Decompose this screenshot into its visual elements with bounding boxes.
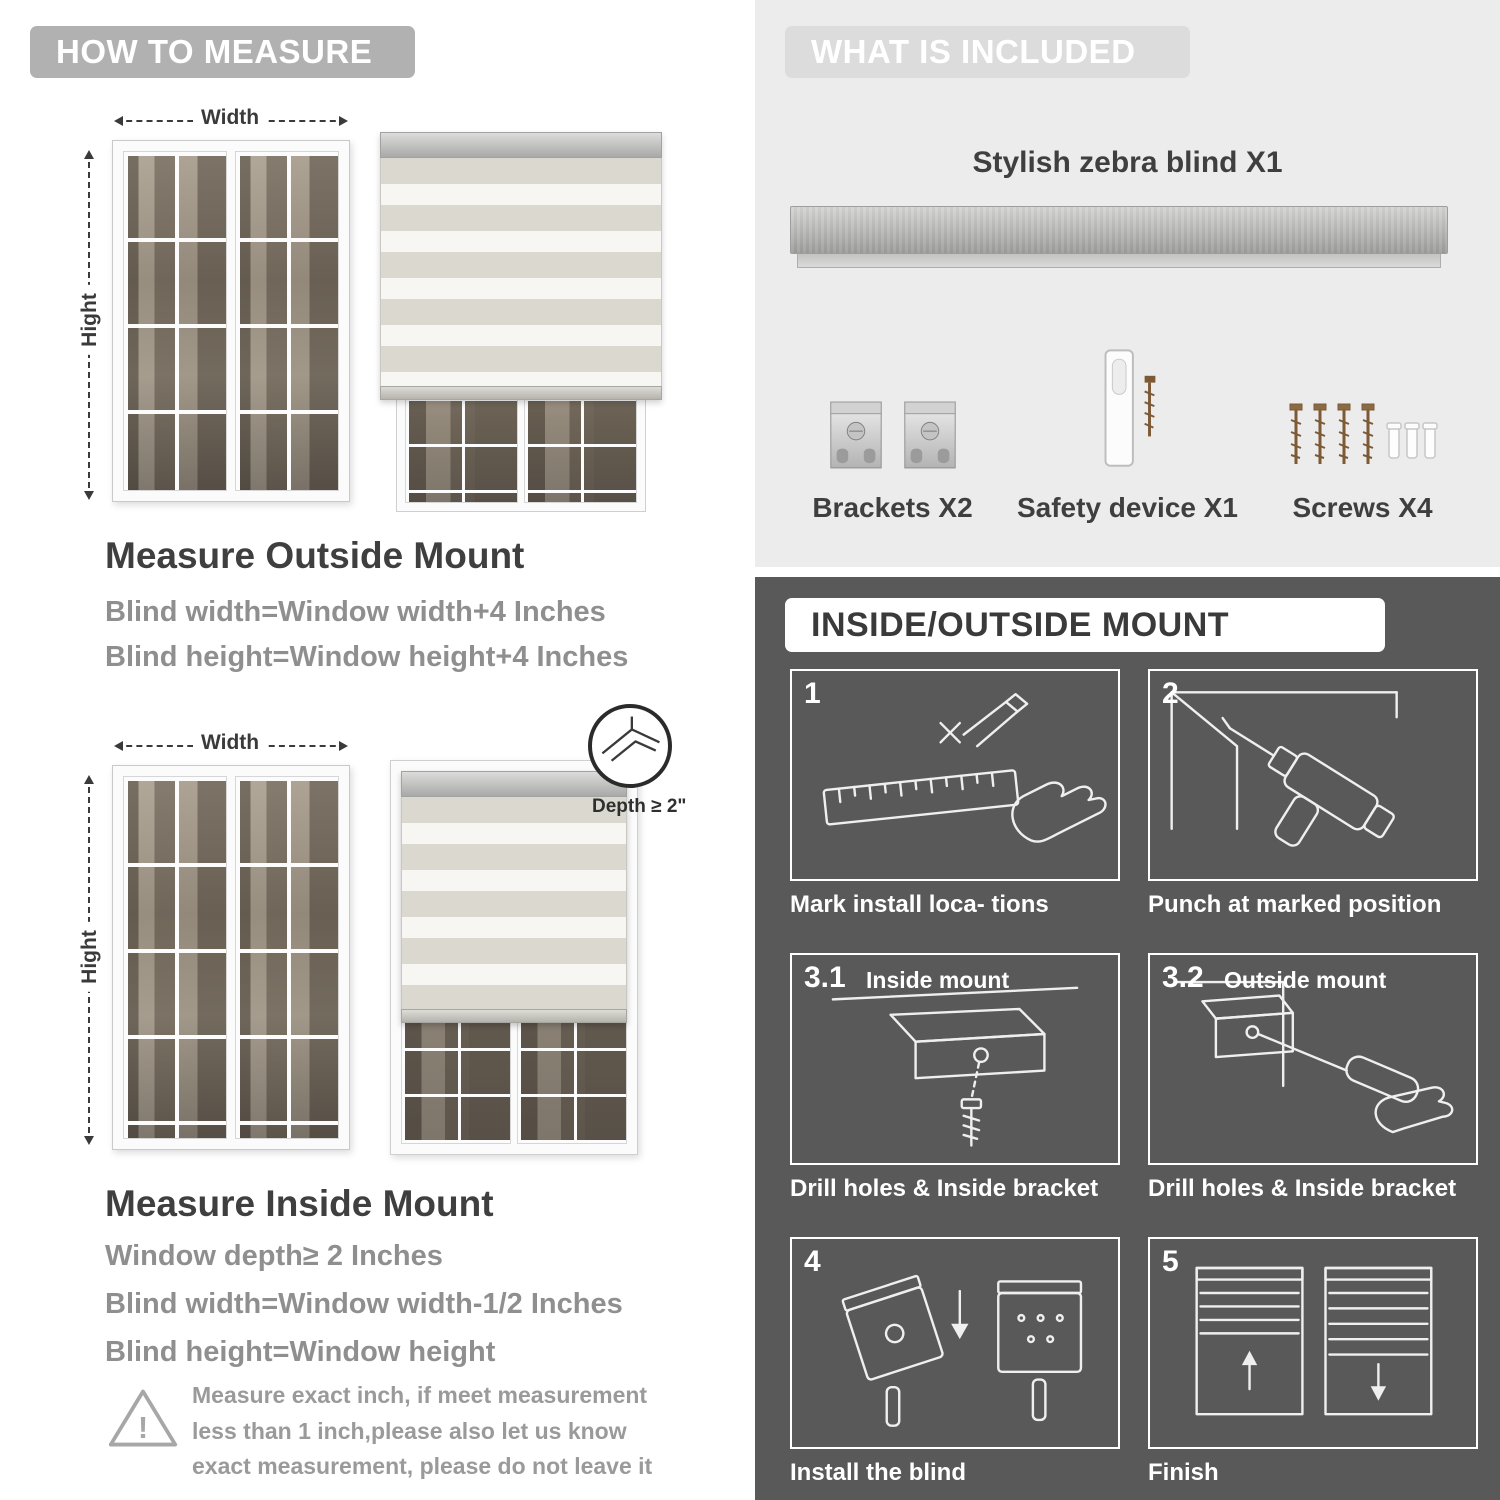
step-number: 4 bbox=[804, 1245, 821, 1278]
window-sash bbox=[235, 776, 339, 1139]
step-2: 2 Pun bbox=[1148, 669, 1478, 919]
blind-bottom-rail bbox=[380, 386, 662, 400]
zebra-blind-headrail-image bbox=[790, 206, 1448, 268]
step-5: 5 bbox=[1148, 1237, 1478, 1487]
inside-mount-line-1: Window depth≥ 2 Inches bbox=[105, 1240, 443, 1272]
included-item-screws: Screws X4 bbox=[1245, 336, 1480, 524]
depth-callout-circle bbox=[588, 704, 672, 788]
step-panel: 2 bbox=[1148, 669, 1478, 881]
finish-illustration bbox=[1195, 1266, 1433, 1416]
window-corner-icon bbox=[601, 716, 660, 762]
step-caption: Finish bbox=[1148, 1459, 1219, 1486]
blind-stripes bbox=[401, 797, 627, 1009]
step-number: 5 bbox=[1162, 1245, 1179, 1278]
brackets-icon bbox=[825, 336, 961, 476]
headrail-top bbox=[790, 206, 1448, 254]
width-label-outside: Width bbox=[193, 106, 268, 130]
window-sash bbox=[123, 151, 227, 491]
mount-header: INSIDE/OUTSIDE MOUNT bbox=[785, 598, 1385, 652]
zebra-blind bbox=[380, 132, 662, 400]
demo-window-frame bbox=[401, 771, 627, 1144]
step-panel: 5 bbox=[1148, 1237, 1478, 1449]
what-is-included-panel bbox=[755, 0, 1500, 567]
install-blind-illustration bbox=[841, 1274, 1083, 1427]
outside-mount-line-1: Blind width=Window width+4 Inches bbox=[105, 596, 606, 628]
step-inner-label: Outside mount bbox=[1224, 967, 1387, 993]
window-sash bbox=[123, 776, 227, 1139]
step-3-2: 3.2 Outside mount Drill holes & Inside b… bbox=[1148, 953, 1478, 1203]
step-number: 3.1 bbox=[804, 961, 846, 994]
zebra-blind bbox=[401, 771, 627, 1023]
step-panel: 3.1 Inside mount bbox=[790, 953, 1120, 1165]
included-blind-label: Stylish zebra blind X1 bbox=[972, 146, 1283, 179]
outside-mount-line-2: Blind height=Window height+4 Inches bbox=[105, 641, 629, 673]
height-label-outside: Hight bbox=[77, 285, 102, 355]
measurement-note: Measure exact inch, if meet measurement … bbox=[192, 1382, 653, 1480]
outside-mount-title: Measure Outside Mount bbox=[105, 535, 525, 576]
step-panel: 3.2 Outside mount bbox=[1148, 953, 1478, 1165]
width-label-inside: Width bbox=[193, 731, 268, 755]
step-caption: Drill holes & Inside bracket bbox=[790, 1175, 1099, 1202]
step-number: 3.2 bbox=[1162, 961, 1204, 994]
headrail-bottom bbox=[797, 254, 1441, 268]
step-inner-label: Inside mount bbox=[866, 967, 1010, 993]
blind-cassette bbox=[401, 771, 627, 797]
mark-locations-illustration bbox=[822, 693, 1107, 843]
height-label-inside: Hight bbox=[77, 922, 102, 992]
included-item-brackets: Brackets X2 bbox=[775, 336, 1010, 524]
inside-mount-title: Measure Inside Mount bbox=[105, 1183, 494, 1224]
included-item-safety-device: Safety device X1 bbox=[1010, 336, 1245, 524]
step-caption: Install the blind bbox=[790, 1459, 967, 1486]
window-illustration-outside bbox=[112, 140, 350, 502]
step-caption: Mark install loca- tions bbox=[790, 891, 1049, 918]
inside-mount-line-3: Blind height=Window height bbox=[105, 1336, 496, 1368]
inside-mount-line-2: Blind width=Window width-1/2 Inches bbox=[105, 1288, 623, 1320]
blind-stripes bbox=[380, 158, 662, 386]
mount-steps-grid: 1 bbox=[790, 669, 1478, 1487]
window-illustration-inside bbox=[112, 765, 350, 1150]
screws-label: Screws X4 bbox=[1292, 492, 1433, 523]
drill-illustration bbox=[1170, 691, 1398, 847]
inside-mount-blind-demo bbox=[390, 760, 638, 1155]
window-sash bbox=[235, 151, 339, 491]
step-caption: Drill holes & Inside bracket bbox=[1148, 1175, 1457, 1202]
how-to-measure-header: HOW TO MEASURE bbox=[30, 26, 415, 78]
step-panel: 1 bbox=[790, 669, 1120, 881]
step-4: 4 bbox=[790, 1237, 1120, 1487]
step-3-1: 3.1 Inside mount bbox=[790, 953, 1120, 1203]
svg-text:!: ! bbox=[138, 1412, 148, 1445]
safety-device-label: Safety device X1 bbox=[1016, 492, 1239, 523]
screws-icon bbox=[1283, 336, 1443, 476]
safety-device-icon bbox=[1084, 336, 1172, 476]
what-is-included-header: WHAT IS INCLUDED bbox=[785, 26, 1190, 78]
outside-bracket-illustration bbox=[1174, 980, 1454, 1134]
outside-mount-blind-demo bbox=[380, 132, 662, 512]
inside-bracket-illustration bbox=[831, 986, 1079, 1147]
included-items-row: Brackets X2 Safety device X1 bbox=[775, 336, 1480, 524]
step-1: 1 bbox=[790, 669, 1120, 919]
step-number: 2 bbox=[1162, 677, 1179, 710]
step-panel: 4 bbox=[790, 1237, 1120, 1449]
blind-cassette bbox=[380, 132, 662, 158]
depth-callout-label: Depth ≥ 2" bbox=[592, 796, 687, 817]
blind-bottom-rail bbox=[401, 1009, 627, 1023]
step-caption: Punch at marked position bbox=[1148, 891, 1442, 918]
warning-triangle-icon: ! bbox=[106, 1384, 180, 1457]
step-number: 1 bbox=[804, 677, 821, 710]
mount-instructions-panel bbox=[755, 577, 1500, 1500]
brackets-label: Brackets X2 bbox=[812, 492, 973, 523]
